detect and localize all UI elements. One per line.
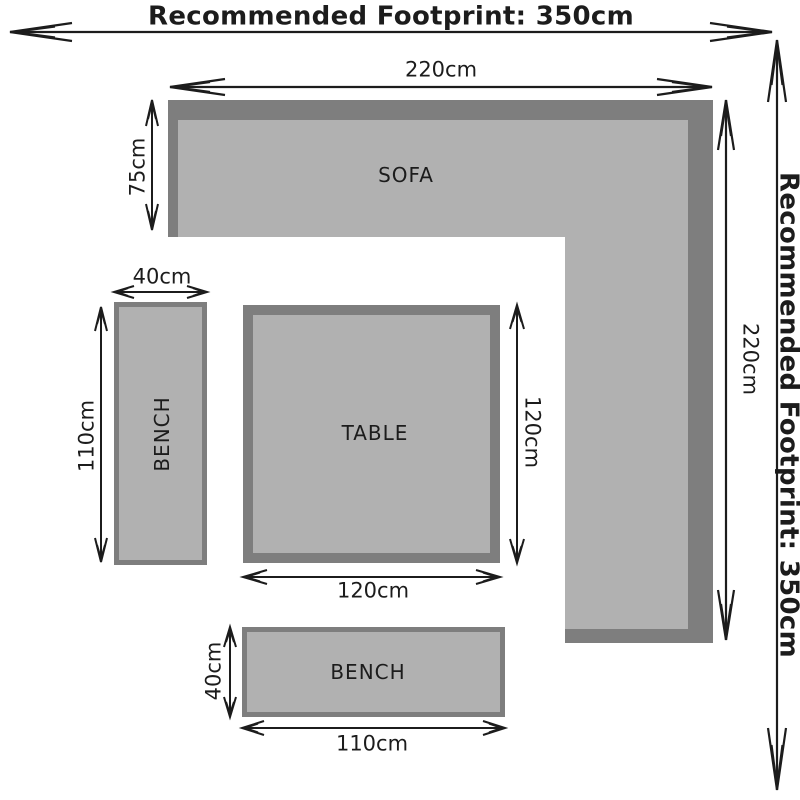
sofa-cushion-vertical [565,120,688,629]
bench-bottom-width-arrow [238,720,509,736]
sofa-width-label: 220cm [404,57,478,82]
bench-left-shape [114,302,207,565]
bench-left-cushion [119,307,202,560]
table-height-label: 120cm [520,395,545,469]
table-width-arrow [239,569,504,585]
table-label: TABLE [341,421,409,445]
bench-bottom-width-label: 110cm [335,731,409,756]
table-height-arrow [509,301,525,567]
footprint-width-arrow [9,21,773,43]
sofa-height-arrow [716,99,736,641]
table-width-label: 120cm [336,578,410,603]
sofa-width-arrow [169,77,713,97]
bench-bottom-shape [242,627,505,717]
footprint-width-title: Recommended Footprint: 350cm [148,1,634,32]
bench-left-height-label: 110cm [74,399,99,473]
bench-left-width-arrow [110,285,211,299]
bench-left-width-label: 40cm [132,264,192,289]
sofa-height-label: 220cm [738,322,763,396]
sofa-depth-label: 75cm [125,137,150,197]
bench-bottom-height-label: 40cm [201,641,226,701]
sofa-depth-arrow [145,99,159,231]
bench-left-label: BENCH [150,396,174,472]
footprint-height-arrow [766,39,788,791]
bench-bottom-cushion [247,632,500,712]
bench-left-height-arrow [94,306,108,563]
bench-bottom-label: BENCH [330,660,406,684]
table-shape [243,305,500,563]
bench-bottom-height-arrow [223,623,237,721]
sofa-label: SOFA [378,163,434,187]
footprint-height-title: Recommended Footprint: 350cm [773,172,800,658]
table-top [253,315,490,553]
